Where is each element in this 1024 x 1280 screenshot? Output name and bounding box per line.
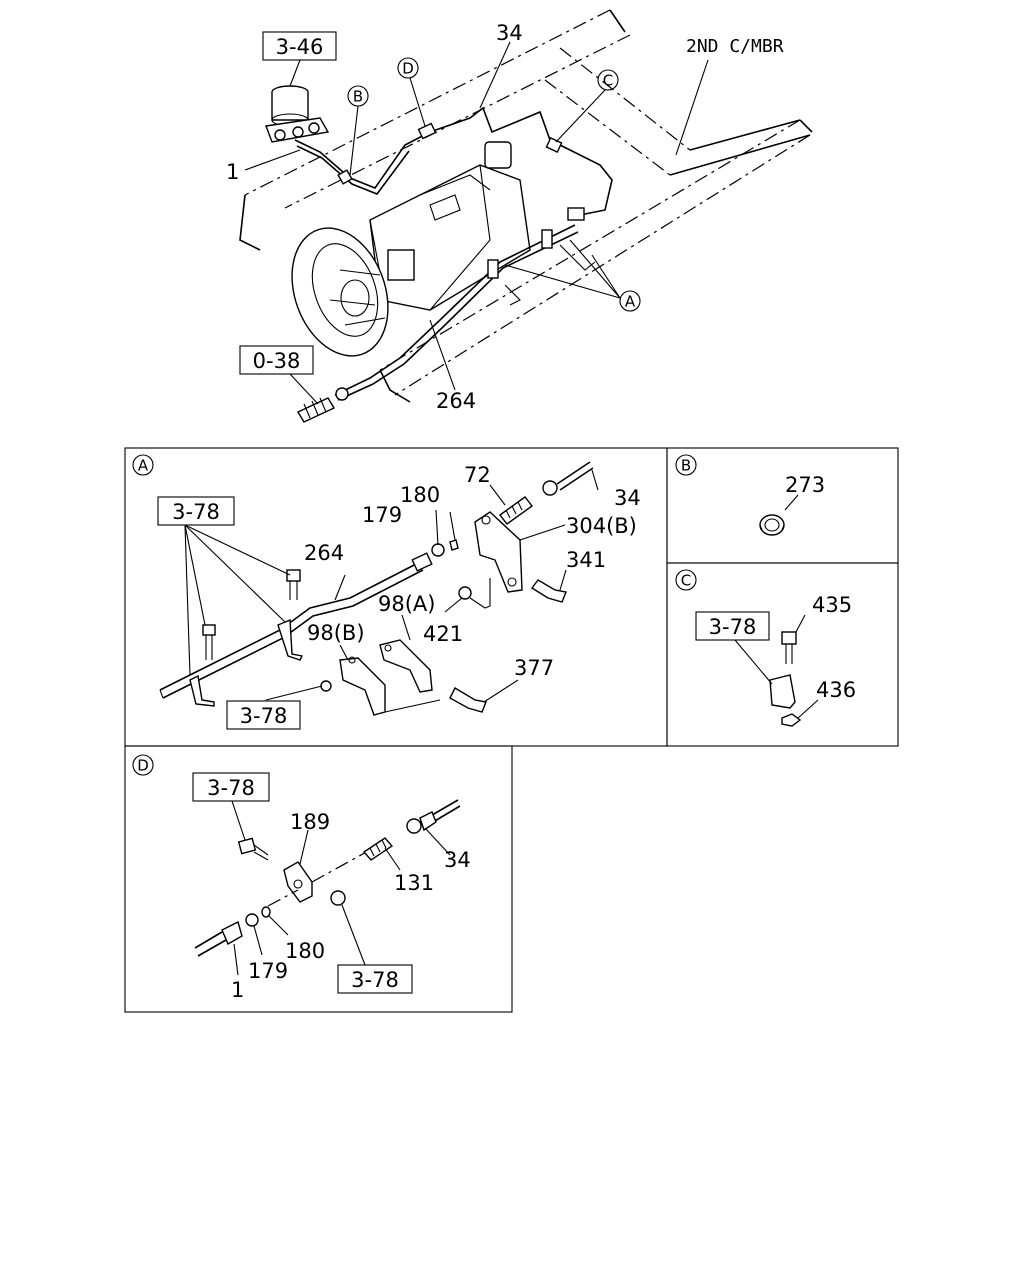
panel-b-frame	[666, 447, 899, 564]
pipe-1	[294, 106, 613, 216]
marker-a: A	[625, 293, 636, 311]
marker-c: C	[603, 72, 613, 90]
marker-b: B	[353, 88, 363, 106]
marker-d: D	[402, 60, 414, 78]
panel-a: A 3-78 3-78	[132, 454, 641, 730]
panel-d-180: 180	[285, 939, 325, 963]
panel-c-435: 435	[812, 593, 852, 617]
panel-d-1: 1	[231, 978, 244, 1002]
panel-a-377: 377	[514, 656, 554, 680]
ref-3-46-label: 3-46	[276, 35, 324, 59]
overview-illustration: 3-46 0-38 34 1 264 2ND C/MBR B D C A	[226, 9, 813, 423]
marker-c-circle	[597, 69, 619, 91]
panel-a-264: 264	[304, 541, 344, 565]
panel-d-131: 131	[394, 871, 434, 895]
air-valve-assembly	[265, 85, 330, 143]
mount-plate	[387, 249, 415, 281]
panel-a-pipe	[159, 561, 421, 691]
panel-b-marker: B	[681, 457, 691, 475]
part-264-label: 264	[436, 389, 476, 413]
bell-housing	[291, 227, 389, 357]
panel-a-98a: 98(A)	[378, 592, 435, 616]
panel-b: B 273	[675, 454, 825, 536]
ref-box-3-46	[262, 31, 337, 61]
panel-c-436: 436	[816, 678, 856, 702]
panel-a-marker: A	[138, 457, 149, 475]
panel-a-ref-top: 3-78	[172, 500, 220, 524]
panel-a-ref-bottom: 3-78	[240, 704, 288, 728]
breather-cap	[484, 141, 512, 169]
panel-d: D 3-78 3-78	[132, 754, 471, 1002]
panel-d-179: 179	[248, 959, 288, 983]
panel-a-98b: 98(B)	[307, 621, 365, 645]
panel-a-180: 180	[400, 483, 440, 507]
panel-d-34: 34	[444, 848, 471, 872]
panel-a-304b: 304(B)	[566, 514, 637, 538]
end-fitting	[297, 387, 349, 423]
part-1-label: 1	[226, 160, 239, 184]
panel-b-273: 273	[785, 473, 825, 497]
ref-box-0-38	[239, 345, 314, 375]
panel-a-421: 421	[423, 622, 463, 646]
panel-a-341: 341	[566, 548, 606, 572]
panel-d-189: 189	[290, 810, 330, 834]
panel-c-ref: 3-78	[709, 615, 757, 639]
frame-note: 2ND C/MBR	[686, 36, 784, 57]
part-34-label: 34	[496, 21, 523, 45]
panel-a-72: 72	[464, 463, 491, 487]
panel-a-179: 179	[362, 503, 402, 527]
panel-c: C 3-78 435 436	[675, 569, 856, 727]
marker-d-circle	[397, 57, 419, 79]
pipe-264	[334, 224, 576, 396]
marker-a-circle	[619, 290, 641, 312]
panel-c-marker: C	[681, 572, 691, 590]
ref-0-38-label: 0-38	[253, 349, 301, 373]
panel-d-ref-bottom: 3-78	[351, 968, 399, 992]
panel-c-frame	[666, 562, 899, 747]
panel-d-frame	[124, 745, 513, 1013]
grommet	[759, 514, 785, 536]
panel-d-marker: D	[137, 757, 149, 775]
panel-d-ref-top: 3-78	[207, 776, 255, 800]
marker-b-circle	[347, 85, 369, 107]
panel-a-34: 34	[614, 486, 641, 510]
